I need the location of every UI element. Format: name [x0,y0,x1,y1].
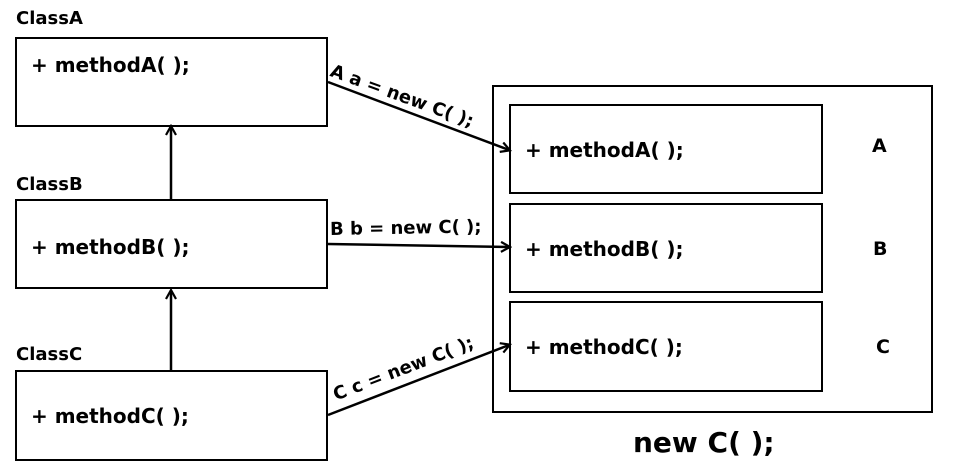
instance-row-b: + methodB( ); [509,203,823,293]
class-a-title: ClassA [16,8,83,29]
class-c-method: + methodC( ); [31,404,189,428]
class-b-box: + methodB( ); [15,199,328,289]
instance-row-b-method: + methodB( ); [525,237,684,261]
ref-label-b: B b = new C( ); [329,216,482,240]
instance-row-a-method: + methodA( ); [525,138,684,162]
class-a-method: + methodA( ); [31,53,190,77]
class-a-box: + methodA( ); [15,37,328,127]
instance-row-a: + methodA( ); [509,104,823,194]
class-c-box: + methodC( ); [15,370,328,461]
instance-letter-c: C [876,336,890,358]
class-c-title: ClassC [16,344,83,365]
class-b-method: + methodB( ); [31,235,190,259]
instance-letter-b: B [873,238,888,260]
class-b-title: ClassB [16,174,83,195]
ref-arrow-a [327,80,509,150]
instance-caption: new C( ); [633,426,775,459]
instance-letter-a: A [872,135,887,157]
instance-row-c-method: + methodC( ); [525,335,683,359]
ref-arrow-b [327,244,509,247]
ref-arrow-c [327,345,509,417]
instance-row-c: + methodC( ); [509,301,823,392]
